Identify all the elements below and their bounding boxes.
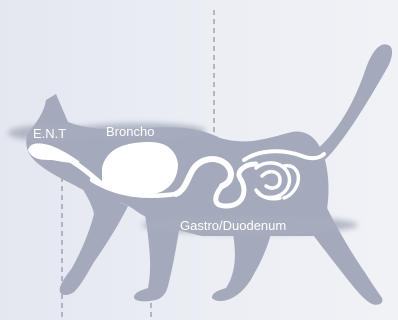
label-ent: E.N.T [33,126,66,141]
cat-hind-leg-left [212,228,272,301]
label-gastro-duodenum: Gastro/Duodenum [180,218,286,233]
label-broncho: Broncho [106,124,154,139]
cat-silhouette [26,44,392,304]
